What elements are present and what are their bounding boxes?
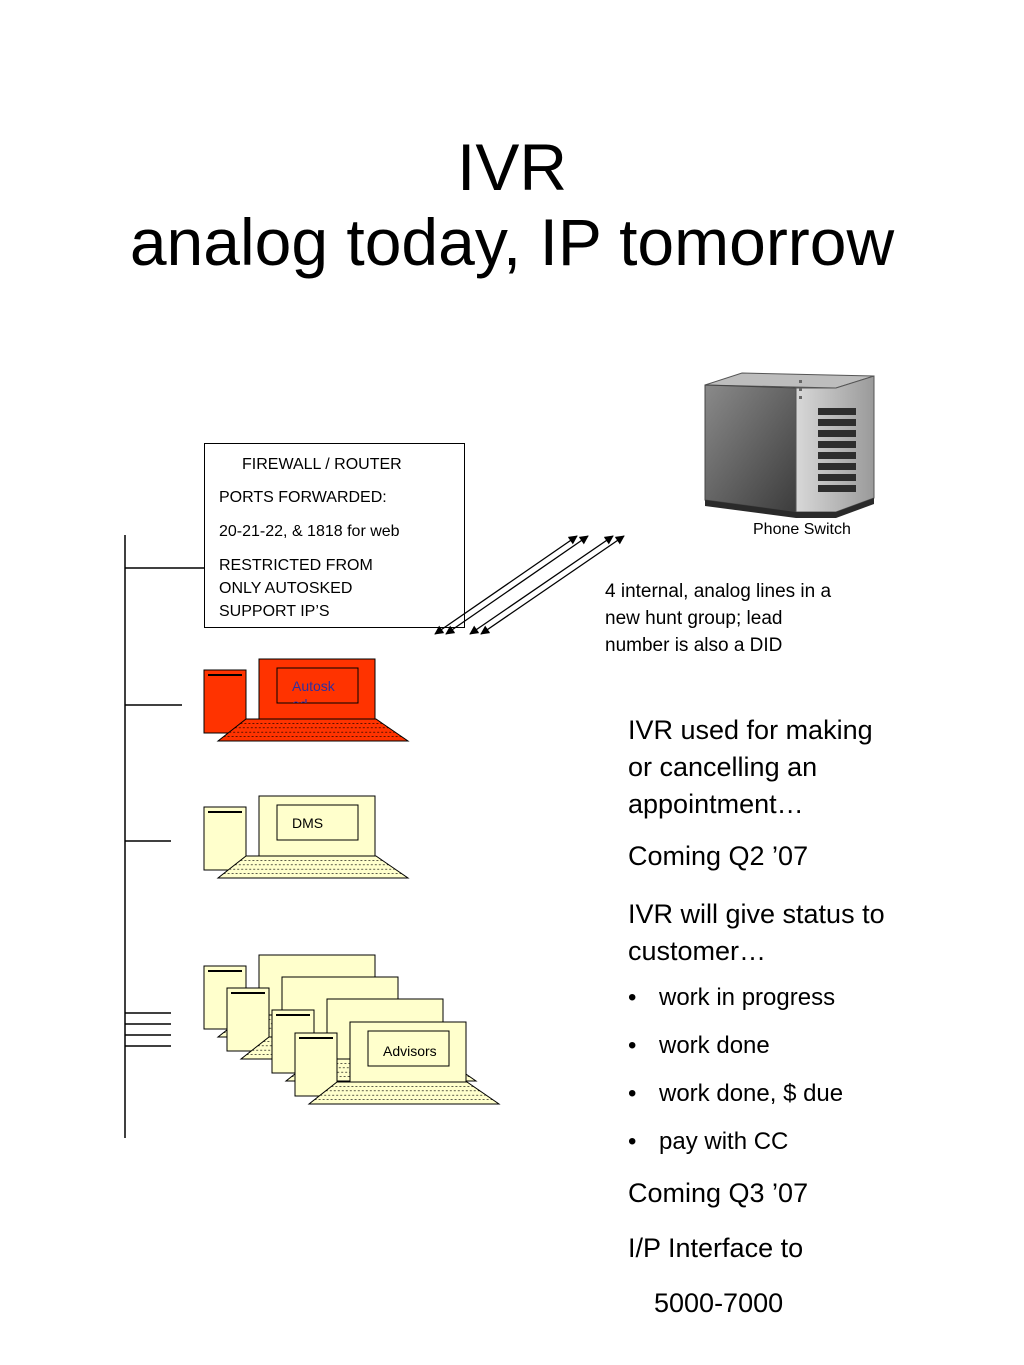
intro-line-1: IVR used for making [628,715,873,745]
advisors-label: Advisors [383,1043,437,1059]
analog-line-4 [480,535,625,635]
advisor-computer-4 [294,1021,501,1105]
autosked-label: Autosked [292,678,335,703]
bullet-item: •work done, $ due [628,1080,844,1107]
bullet-item: •work done [628,1032,770,1059]
phone-switch-label: Phone Switch [753,521,851,538]
network-backbone [124,535,204,1138]
note-line-1: 4 internal, analog lines in a [605,581,832,602]
title-line-2: analog today, IP tomorrow [129,205,895,280]
autosked-computer [203,658,410,742]
server-tower-icon [704,372,875,518]
restricted-line-1: RESTRICTED FROM [219,557,373,574]
range-text: 5000-7000 [654,1288,784,1318]
dms-label: DMS [292,815,324,831]
status-text: IVR will give status to customer… [628,896,885,970]
analog-line-3 [469,535,614,635]
firewall-router-box: FIREWALL / ROUTER PORTS FORWARDED: 20-21… [204,443,465,628]
bullet-item: •pay with CC [628,1128,789,1155]
note-line-3: number is also a DID [605,635,783,656]
dms-computer [203,795,410,879]
status-line-1: IVR will give status to [628,899,885,929]
coming-q3: Coming Q3 ’07 [628,1178,809,1208]
ports-value: 20-21-22, & 1818 for web [219,523,400,540]
intro-text: IVR used for making or cancelling an app… [628,712,873,823]
ip-interface: I/P Interface to [628,1233,804,1263]
intro-line-3: appointment… [628,789,804,819]
bullet-item: •work in progress [628,984,836,1011]
ports-label: PORTS FORWARDED: [219,489,387,506]
coming-q2: Coming Q2 ’07 [628,841,809,871]
analog-lines-note: 4 internal, analog lines in a new hunt g… [605,578,831,659]
page-title: IVR analog today, IP tomorrow [0,130,1024,280]
restricted-line-2: ONLY AUTOSKED [219,580,353,597]
analog-line-2 [445,535,589,635]
title-line-1: IVR [456,130,568,204]
intro-line-2: or cancelling an [628,752,818,782]
restricted-line-3: SUPPORT IP’S [219,603,330,620]
firewall-heading: FIREWALL / ROUTER [242,456,402,473]
analog-lines [434,535,625,635]
note-line-2: new hunt group; lead [605,608,783,629]
status-line-2: customer… [628,936,767,966]
